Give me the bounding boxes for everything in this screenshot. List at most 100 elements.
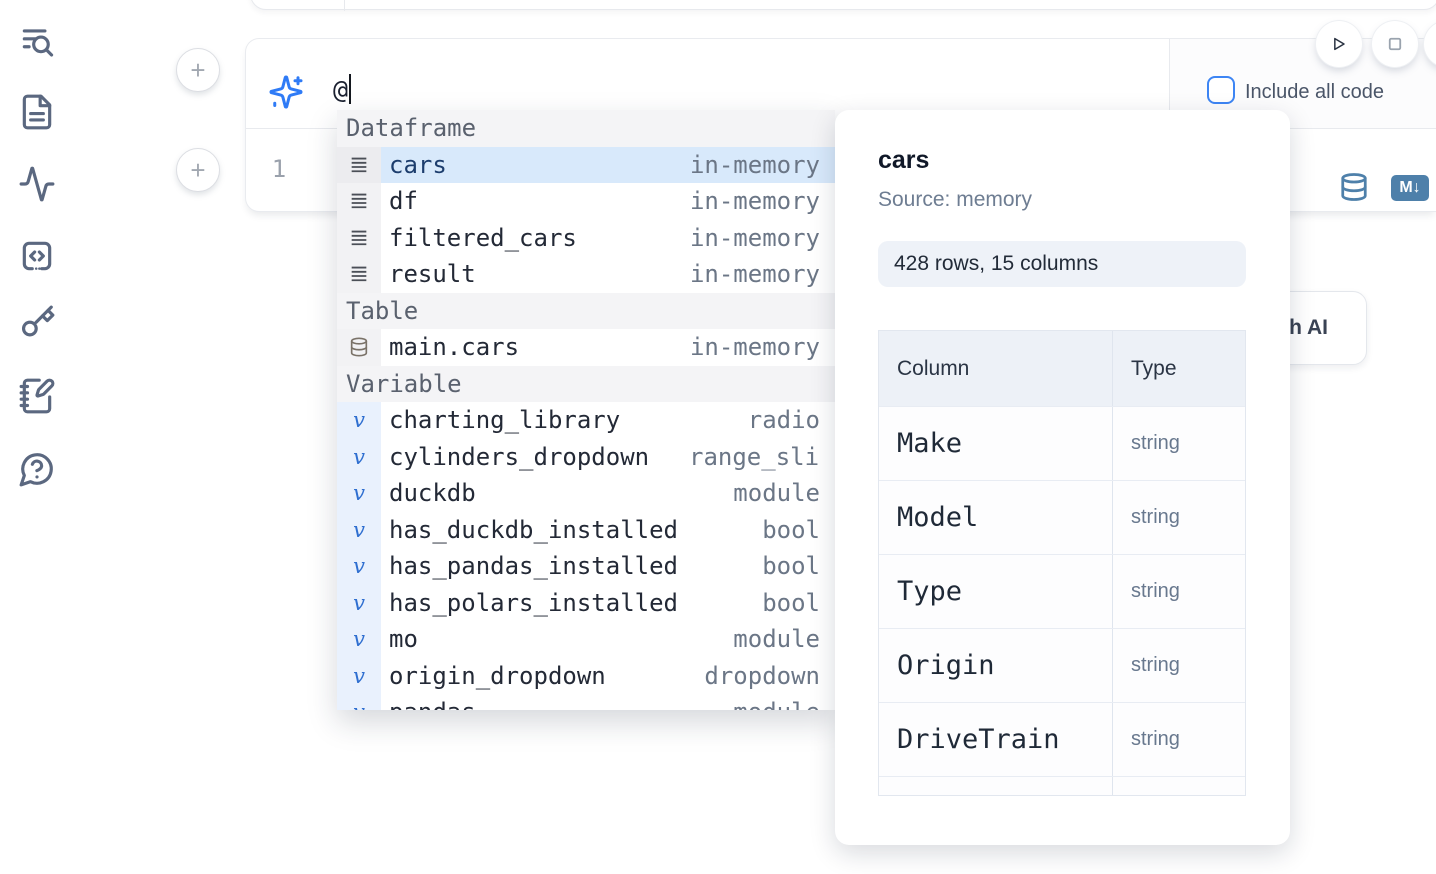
completion-name: origin_dropdown — [389, 661, 606, 690]
completion-type: in-memory — [689, 260, 820, 289]
schema-column-name: Make — [897, 428, 963, 459]
text-caret — [349, 74, 352, 104]
completion-name: has_polars_installed — [389, 588, 678, 617]
prompt-text: @ — [333, 74, 349, 104]
variable-v-icon: v — [337, 584, 381, 621]
markdown-export-icon[interactable]: M↓ — [1391, 175, 1429, 201]
completion-type: bool — [762, 588, 820, 617]
help-chat-icon[interactable] — [18, 449, 56, 489]
code-editor-row[interactable]: 1 M↓ — [246, 129, 1436, 212]
notebook-pen-icon[interactable] — [18, 376, 56, 416]
completion-name: has_pandas_installed — [389, 552, 678, 581]
variable-v-icon: v — [337, 694, 381, 710]
database-icon — [337, 329, 381, 366]
schema-table-row: Origin string — [879, 628, 1245, 702]
completion-name: df — [389, 187, 418, 216]
completion-name: charting_library — [389, 406, 621, 435]
completion-name: duckdb — [389, 479, 476, 508]
column-header: Column — [897, 356, 970, 380]
completion-type: in-memory — [689, 150, 820, 179]
autocomplete-item[interactable]: v origin_dropdown dropdown — [337, 657, 835, 694]
autocomplete-item[interactable]: v has_duckdb_installed bool — [337, 511, 835, 548]
line-number: 1 — [271, 155, 287, 183]
completion-name: pandas — [381, 698, 476, 710]
previous-cell-edge — [250, 0, 1436, 11]
autocomplete-item[interactable]: v has_pandas_installed bool — [337, 548, 835, 585]
schema-table-row: Make string — [879, 406, 1245, 480]
include-all-code-checkbox[interactable] — [1207, 76, 1235, 104]
autocomplete-section-header: Dataframe — [337, 110, 835, 147]
schema-column-name: Type — [897, 576, 963, 607]
include-all-code-label: Include all code — [1245, 81, 1384, 103]
completion-name: cylinders_dropdown — [389, 442, 650, 471]
completion-type: module — [733, 698, 820, 710]
code-snippet-icon[interactable] — [18, 236, 56, 276]
stop-button[interactable] — [1372, 21, 1418, 67]
dataframe-preview-panel: cars Source: memory 428 rows, 15 columns… — [835, 110, 1290, 845]
autocomplete-item[interactable]: v charting_library radio — [337, 402, 835, 439]
dataframe-rows-icon — [337, 256, 381, 293]
variable-v-icon: v — [337, 548, 381, 585]
toc-search-icon[interactable] — [18, 22, 56, 62]
ai-prompt-input[interactable]: @ — [333, 74, 352, 104]
autocomplete-item[interactable]: vpandas module — [337, 694, 835, 710]
schema-table-partial-row — [879, 776, 1245, 795]
completion-type: bool — [762, 552, 820, 581]
autocomplete-item[interactable]: df in-memory — [337, 183, 835, 220]
variable-v-icon: v — [337, 657, 381, 694]
add-cell-button-bottom[interactable]: + — [176, 148, 220, 192]
ai-row-divider — [1169, 39, 1170, 128]
key-icon[interactable] — [18, 303, 56, 343]
shape-badge: 428 rows, 15 columns — [878, 241, 1246, 287]
variable-v-icon: v — [337, 402, 381, 439]
variable-v-icon: v — [337, 621, 381, 658]
autocomplete-item[interactable]: cars in-memory — [337, 146, 835, 183]
schema-table-header: Column Type — [879, 331, 1245, 406]
completion-type: bool — [762, 515, 820, 544]
schema-column-type: string — [1131, 728, 1180, 750]
completion-type: range_slider — [689, 442, 820, 471]
schema-table-row: DriveTrain string — [879, 702, 1245, 776]
run-cell-button[interactable] — [1316, 21, 1362, 67]
prev-cell-gutter-divider — [344, 0, 345, 11]
completion-name: cars — [389, 150, 447, 179]
extra-control-button[interactable] — [1424, 21, 1436, 67]
sparkles-icon — [268, 74, 304, 110]
completion-type: dropdown — [704, 661, 820, 690]
completion-name: filtered_cars — [389, 223, 577, 252]
schema-column-type: string — [1131, 654, 1180, 676]
completion-name: has_duckdb_installed — [389, 515, 678, 544]
database-icon[interactable] — [1339, 171, 1369, 203]
autocomplete-section-header: Variable — [337, 365, 835, 402]
autocomplete-item[interactable]: v has_polars_installed bool — [337, 584, 835, 621]
schema-column-name: Origin — [897, 650, 995, 681]
completion-type: in-memory — [689, 187, 820, 216]
autocomplete-item[interactable]: filtered_cars in-memory — [337, 219, 835, 256]
preview-title: cars — [878, 146, 930, 174]
variable-v-icon: v — [337, 511, 381, 548]
file-text-icon[interactable] — [18, 92, 56, 132]
schema-column-type: string — [1131, 432, 1180, 454]
dataframe-rows-icon — [337, 183, 381, 220]
add-cell-button-top[interactable]: + — [176, 48, 220, 92]
schema-column-name: DriveTrain — [897, 724, 1060, 755]
completion-type: radio — [747, 406, 820, 435]
variable-v-icon: v — [337, 438, 381, 475]
completion-type: module — [733, 479, 820, 508]
schema-column-type: string — [1131, 506, 1180, 528]
autocomplete-section-header: Table — [337, 292, 835, 329]
autocomplete-item[interactable]: v cylinders_dropdown range_slider — [337, 438, 835, 475]
type-header: Type — [1131, 356, 1177, 380]
activity-icon[interactable] — [18, 164, 56, 204]
completion-type: in-memory — [689, 223, 820, 252]
dataframe-rows-icon — [337, 219, 381, 256]
